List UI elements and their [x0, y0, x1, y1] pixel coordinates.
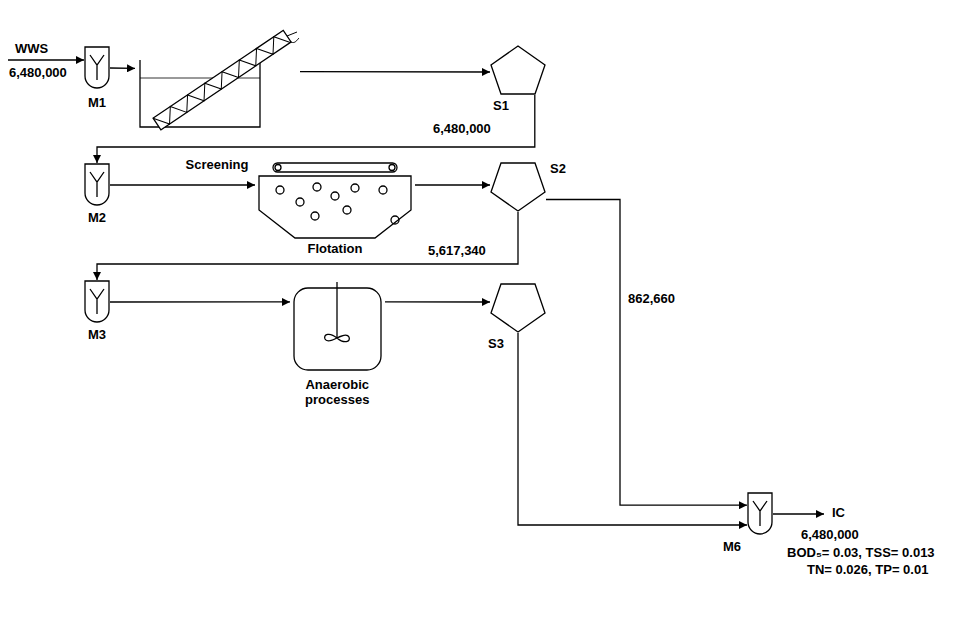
- stream-connector: [385, 301, 490, 302]
- unit-symbol: [290, 282, 385, 374]
- unit-label: M6: [723, 540, 741, 555]
- stream-connector: [518, 333, 747, 525]
- unit-symbol: [490, 45, 546, 95]
- unit-symbol: [490, 283, 546, 333]
- flow-rate-label: 5,617,340: [427, 244, 487, 259]
- splitter-unit: S2: [490, 162, 546, 212]
- mixer-unit: M3: [84, 280, 110, 324]
- stream-connector: [300, 71, 490, 73]
- unit-label: S3: [488, 337, 504, 352]
- stream-connector: [110, 301, 290, 302]
- unit-label: M2: [88, 211, 106, 226]
- unit-symbol: [490, 162, 546, 212]
- inlet-stream-line: [8, 59, 84, 60]
- unit-label: M3: [88, 328, 106, 343]
- outlet-stream-line: [773, 513, 824, 514]
- stream-annotation: 6,480,000: [8, 66, 68, 81]
- splitter-unit: S3: [490, 283, 546, 333]
- mixer-unit: M2: [84, 163, 110, 207]
- mixer-unit: M1: [84, 46, 110, 90]
- flow-rate-label: 862,660: [627, 292, 676, 307]
- stream-annotation: IC: [831, 506, 846, 521]
- stream-connector: [110, 67, 135, 69]
- unit-label: S2: [550, 162, 566, 177]
- flotation-unit: Flotation: [255, 160, 415, 240]
- anaerobic-reactor: Anaerobic processes: [290, 282, 385, 374]
- stream-annotation: BOD₅= 0.03, TSS= 0.013: [786, 546, 936, 561]
- unit-symbol: [255, 160, 415, 240]
- unit-label: Screening: [186, 158, 249, 173]
- unit-label: Anaerobic processes: [290, 378, 386, 408]
- stream-connector: [110, 184, 255, 185]
- mixer-unit: M6: [747, 492, 773, 536]
- stream-connector: [546, 200, 747, 506]
- stream-annotation: 6,480,000: [800, 528, 860, 543]
- screening-unit: Screening: [135, 22, 300, 130]
- stream-annotation: WWS: [14, 42, 49, 57]
- unit-label: M1: [88, 96, 106, 111]
- unit-symbol: [84, 280, 110, 324]
- flow-rate-label: 6,480,000: [432, 122, 492, 137]
- unit-label: S1: [493, 99, 509, 114]
- stream-connector: [415, 184, 490, 185]
- splitter-unit: S1: [490, 45, 546, 95]
- unit-symbol: [84, 163, 110, 207]
- unit-symbol: [135, 22, 300, 130]
- unit-symbol: [84, 46, 110, 90]
- stream-annotation: TN= 0.026, TP= 0.01: [806, 563, 929, 578]
- unit-symbol: [747, 492, 773, 536]
- unit-label: Flotation: [308, 242, 363, 257]
